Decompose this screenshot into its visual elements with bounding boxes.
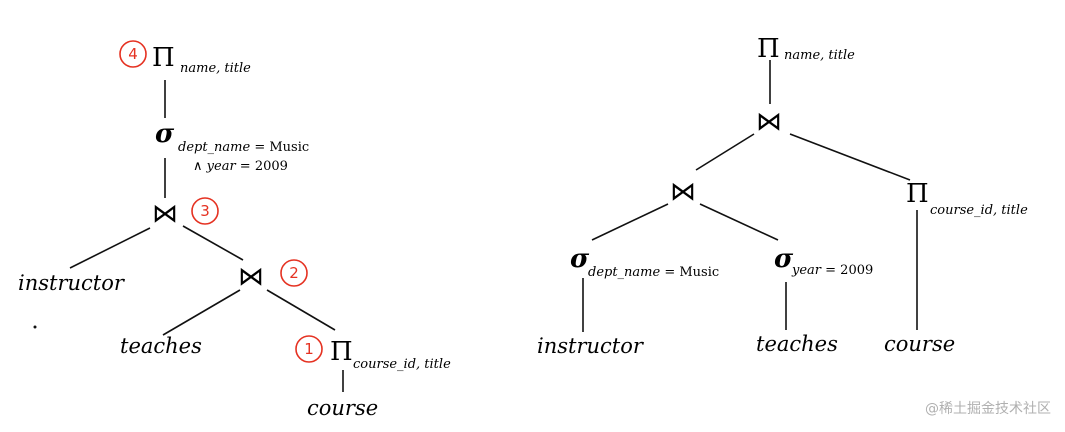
right-query-tree: Π name, title ⋈ ⋈ Π course_id, title σ d… bbox=[537, 34, 1028, 358]
step-marker-4: 4 bbox=[119, 40, 147, 68]
edge-join-join-left bbox=[695, 133, 755, 171]
join-symbol-top-right: ⋈ bbox=[756, 107, 782, 137]
projection-subscript-course-right: course_id, title bbox=[930, 203, 1028, 218]
edge-joinleft-select-year bbox=[699, 203, 779, 241]
join-symbol-lower: ⋈ bbox=[238, 262, 264, 292]
edge-join-instructor bbox=[69, 227, 151, 269]
relation-course: course bbox=[307, 396, 378, 420]
join-symbol-left-right: ⋈ bbox=[670, 177, 696, 207]
projection-symbol-right: Π bbox=[757, 34, 780, 64]
relation-teaches: teaches bbox=[120, 334, 202, 358]
selection-condition-line1: dept_name = Music bbox=[178, 140, 309, 155]
projection-subscript: name, title bbox=[180, 61, 251, 76]
edge-join-teaches bbox=[162, 289, 241, 336]
left-query-tree: 4 Π name, title σ dept_name = Music ∧ ye… bbox=[18, 40, 451, 420]
projection-subscript-right: name, title bbox=[784, 48, 855, 63]
relation-instructor-right: instructor bbox=[537, 334, 645, 358]
relation-teaches-right: teaches bbox=[756, 332, 838, 356]
edge-join-project bbox=[266, 289, 336, 331]
selection-condition-year: year = 2009 bbox=[791, 263, 873, 278]
projection-subscript-course: course_id, title bbox=[353, 357, 451, 372]
edge-join-join bbox=[182, 225, 244, 261]
selection-symbol: σ bbox=[155, 119, 175, 149]
selection-condition-line2: ∧ year = 2009 bbox=[193, 159, 288, 174]
step-marker-2: 2 bbox=[280, 259, 308, 287]
svg-text:1: 1 bbox=[304, 340, 314, 358]
svg-text:3: 3 bbox=[200, 202, 210, 220]
step-marker-3: 3 bbox=[191, 197, 219, 225]
step-marker-1: 1 bbox=[295, 335, 323, 363]
projection-symbol-course: Π bbox=[330, 337, 353, 367]
projection-symbol: Π bbox=[152, 43, 175, 73]
watermark: @稀土掘金技术社区 bbox=[925, 401, 1051, 417]
selection-symbol-dept: σ bbox=[570, 244, 590, 274]
selection-condition-dept: dept_name = Music bbox=[588, 265, 719, 280]
svg-text:4: 4 bbox=[128, 45, 138, 63]
selection-symbol-year: σ bbox=[774, 244, 794, 274]
svg-text:2: 2 bbox=[289, 264, 299, 282]
relation-course-right: course bbox=[884, 332, 955, 356]
edge-join-project-right bbox=[789, 133, 911, 181]
edge-joinleft-select-dept bbox=[591, 203, 669, 241]
projection-symbol-course-right: Π bbox=[906, 179, 929, 209]
relation-instructor: instructor bbox=[18, 271, 126, 295]
stray-dot bbox=[33, 325, 37, 329]
join-symbol-upper: ⋈ bbox=[152, 199, 178, 229]
